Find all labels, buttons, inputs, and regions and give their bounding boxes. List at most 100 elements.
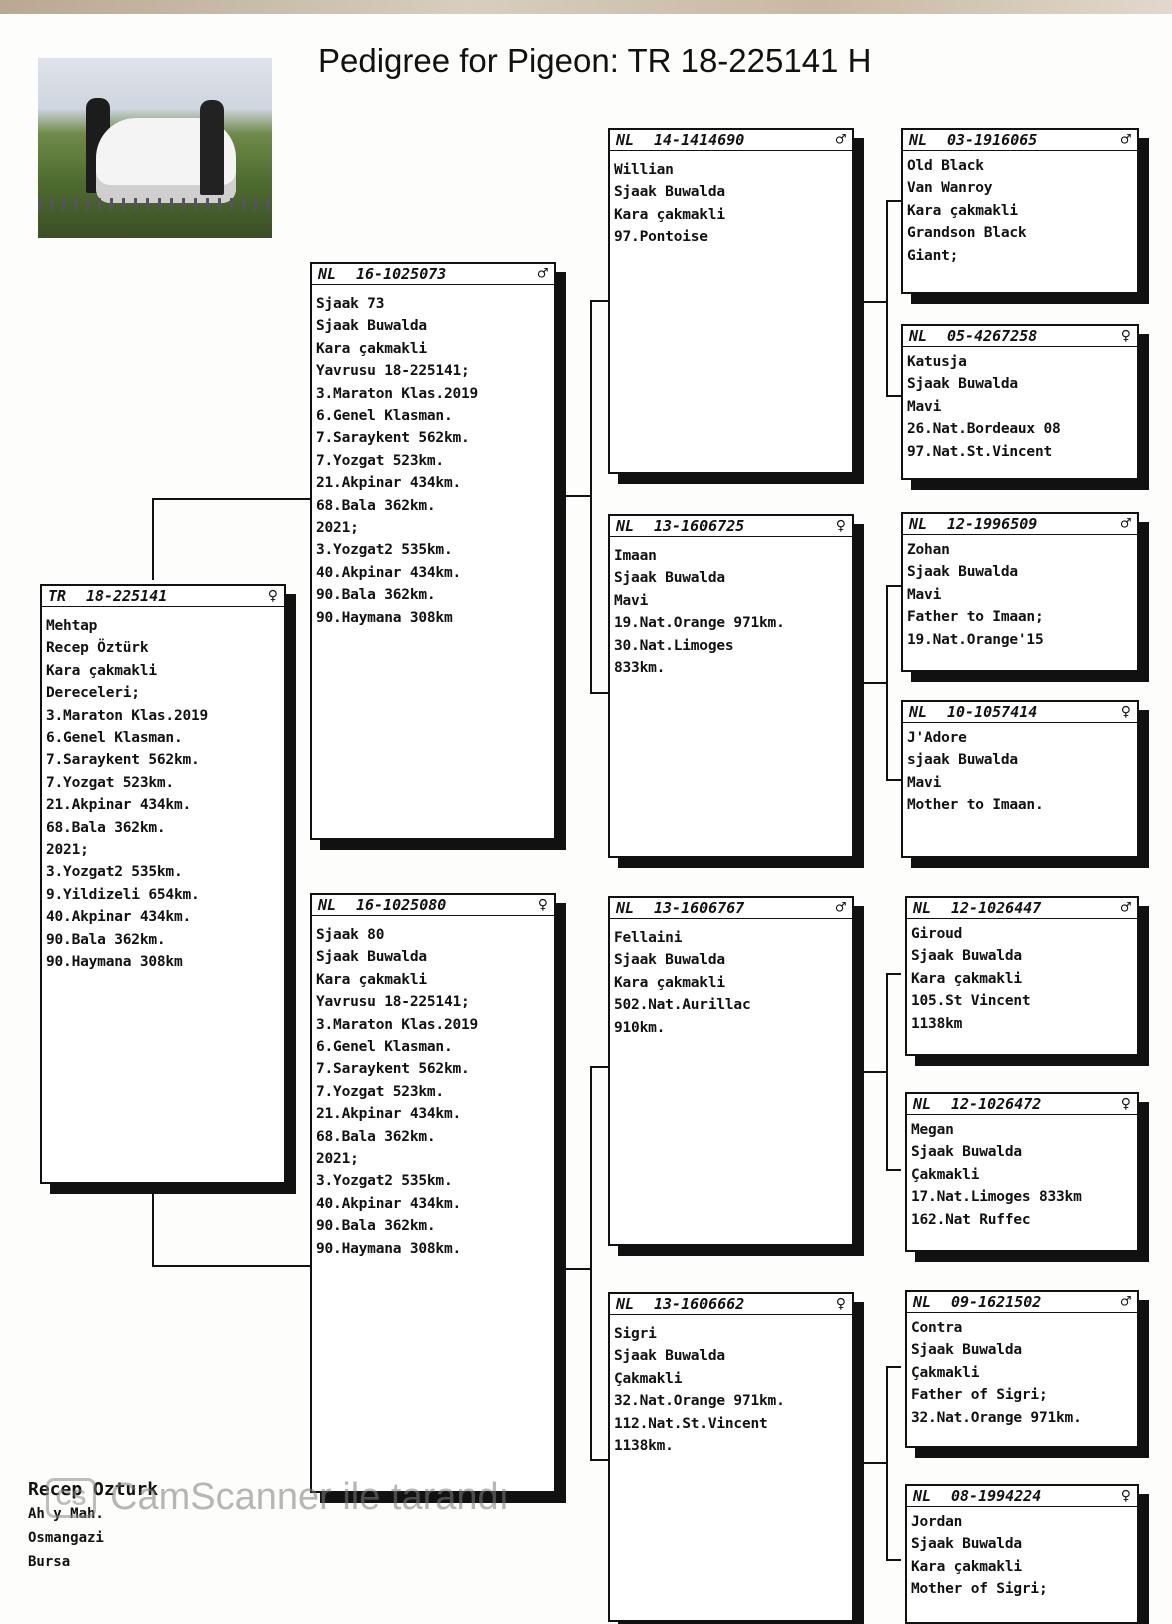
pigeon-card-sire-sire: NL 14-1414690 ♂ Willian Sjaak Buwalda Ka… (608, 128, 854, 474)
connector (886, 585, 888, 780)
pigeon-card-sire-dam-sire: NL 12-1996509 ♂ Zohan Sjaak Buwalda Mavi… (901, 512, 1139, 672)
card-line: 32.Nat.Orange 971km. (614, 1390, 848, 1412)
owner-photo (38, 58, 272, 238)
card-lines: Mehtap Recep Öztürk Kara çakmakli Derece… (42, 607, 284, 974)
card-lines: Contra Sjaak Buwalda Çakmakli Father of … (907, 1313, 1137, 1429)
connector (886, 585, 901, 587)
connector (886, 973, 888, 1170)
card-line: 32.Nat.Orange 971km. (911, 1407, 1133, 1429)
card-line: Sjaak Buwalda (907, 561, 1133, 583)
card-line: 6.Genel Klasman. (46, 727, 280, 749)
card-line: 6.Genel Klasman. (316, 1036, 550, 1058)
card-line: 21.Akpinar 434km. (316, 1103, 550, 1125)
card-lines: J'Adore sjaak Buwalda Mavi Mother to Ima… (903, 723, 1137, 817)
country-code: NL (913, 1293, 951, 1311)
camscanner-logo-icon: CS (46, 1478, 96, 1518)
connector (886, 779, 901, 781)
card-header: NL 12-1026472 ♀ (907, 1094, 1137, 1115)
pigeon-card-dam-sire-dam: NL 12-1026472 ♀ Megan Sjaak Buwalda Çakm… (905, 1092, 1139, 1252)
country-code: NL (913, 1095, 951, 1113)
connector (855, 682, 887, 684)
card-lines: Imaan Sjaak Buwalda Mavi 19.Nat.Orange 9… (610, 537, 852, 679)
card-header: NL 12-1996509 ♂ (903, 514, 1137, 535)
card-line: 90.Bala 362km. (316, 1215, 550, 1237)
card-line: Jordan (911, 1511, 1133, 1533)
card-line: 3.Yozgat2 535km. (316, 539, 550, 561)
pigeon-card-sire-dam-dam: NL 10-1057414 ♀ J'Adore sjaak Buwalda Ma… (901, 700, 1139, 858)
card-line: Sjaak Buwalda (316, 946, 550, 968)
card-line: Fellaini (614, 927, 848, 949)
card-line: Imaan (614, 545, 848, 567)
card-line: sjaak Buwalda (907, 749, 1133, 771)
address-line: Bursa (28, 1550, 158, 1574)
card-lines: Zohan Sjaak Buwalda Mavi Father to Imaan… (903, 535, 1137, 651)
card-line: Kara çakmakli (907, 200, 1133, 222)
card-line: Sjaak 73 (316, 293, 550, 315)
pigeon-card-dam-dam-sire: NL 09-1621502 ♂ Contra Sjaak Buwalda Çak… (905, 1290, 1139, 1448)
pigeon-card-dam-dam: NL 13-1606662 ♀ Sigri Sjaak Buwalda Çakm… (608, 1292, 854, 1622)
card-line: Grandson Black (907, 222, 1133, 244)
connector (563, 1268, 591, 1270)
card-line: 2021; (46, 839, 280, 861)
country-code: NL (616, 1295, 654, 1313)
female-icon: ♀ (268, 586, 278, 606)
card-line: Zohan (907, 539, 1133, 561)
card-line: 97.Pontoise (614, 226, 848, 248)
female-icon: ♀ (538, 895, 548, 915)
country-code: NL (913, 1487, 951, 1505)
card-line: 30.Nat.Limoges (614, 635, 848, 657)
top-scan-strip (0, 0, 1172, 14)
card-lines: Katusja Sjaak Buwalda Mavi 26.Nat.Bordea… (903, 347, 1137, 463)
connector (590, 1459, 608, 1461)
ring-number: 09-1621502 (951, 1293, 1121, 1311)
card-line: Çakmakli (911, 1164, 1133, 1186)
connector (886, 200, 901, 202)
card-line: Mother to Imaan. (907, 794, 1133, 816)
card-line: 112.Nat.St.Vincent (614, 1413, 848, 1435)
card-lines: Sigri Sjaak Buwalda Çakmakli 32.Nat.Oran… (610, 1315, 852, 1457)
card-line: Sjaak Buwalda (911, 1339, 1133, 1361)
card-header: NL 14-1414690 ♂ (610, 130, 852, 151)
card-header: NL 16-1025073 ♂ (312, 264, 554, 285)
card-line: Mavi (614, 590, 848, 612)
card-line: 21.Akpinar 434km. (46, 794, 280, 816)
card-line: 3.Maraton Klas.2019 (316, 1014, 550, 1036)
card-line: 7.Saraykent 562km. (316, 1058, 550, 1080)
female-icon: ♀ (1121, 702, 1131, 722)
card-header: NL 05-4267258 ♀ (903, 326, 1137, 347)
connector (886, 1169, 901, 1171)
connector (590, 300, 608, 302)
card-line: Mavi (907, 584, 1133, 606)
card-line: 19.Nat.Orange 971km. (614, 612, 848, 634)
ring-number: 16-1025073 (356, 265, 538, 283)
connector (886, 973, 901, 975)
ring-number: 08-1994224 (951, 1487, 1121, 1505)
card-line: 21.Akpinar 434km. (316, 472, 550, 494)
male-icon: ♂ (1121, 898, 1131, 918)
card-line: 7.Saraykent 562km. (316, 427, 550, 449)
card-header: NL 16-1025080 ♀ (312, 895, 554, 916)
card-line: 3.Maraton Klas.2019 (316, 383, 550, 405)
card-line: 910km. (614, 1017, 848, 1039)
card-line: 26.Nat.Bordeaux 08 (907, 418, 1133, 440)
card-lines: Jordan Sjaak Buwalda Kara çakmakli Mothe… (907, 1507, 1137, 1601)
card-line: 9.Yildizeli 654km. (46, 884, 280, 906)
card-header: TR 18-225141 ♀ (42, 586, 284, 607)
card-line: Kara çakmakli (316, 969, 550, 991)
male-icon: ♂ (836, 130, 846, 150)
card-line: Sjaak 80 (316, 924, 550, 946)
card-lines: Sjaak 73 Sjaak Buwalda Kara çakmakli Yav… (312, 285, 554, 629)
card-line: Father of Sigri; (911, 1384, 1133, 1406)
card-line: Mother of Sigri; (911, 1578, 1133, 1600)
card-line: 2021; (316, 517, 550, 539)
male-icon: ♂ (538, 264, 548, 284)
pigeon-card-subject: TR 18-225141 ♀ Mehtap Recep Öztürk Kara … (40, 584, 286, 1184)
ring-number: 03-1916065 (947, 131, 1121, 149)
male-icon: ♂ (1121, 514, 1131, 534)
ring-number: 10-1057414 (947, 703, 1121, 721)
card-line: 7.Yozgat 523km. (316, 450, 550, 472)
card-line: 502.Nat.Aurillac (614, 994, 848, 1016)
card-line: Sjaak Buwalda (911, 945, 1133, 967)
pigeon-card-sire: NL 16-1025073 ♂ Sjaak 73 Sjaak Buwalda K… (310, 262, 556, 840)
country-code: NL (616, 131, 654, 149)
